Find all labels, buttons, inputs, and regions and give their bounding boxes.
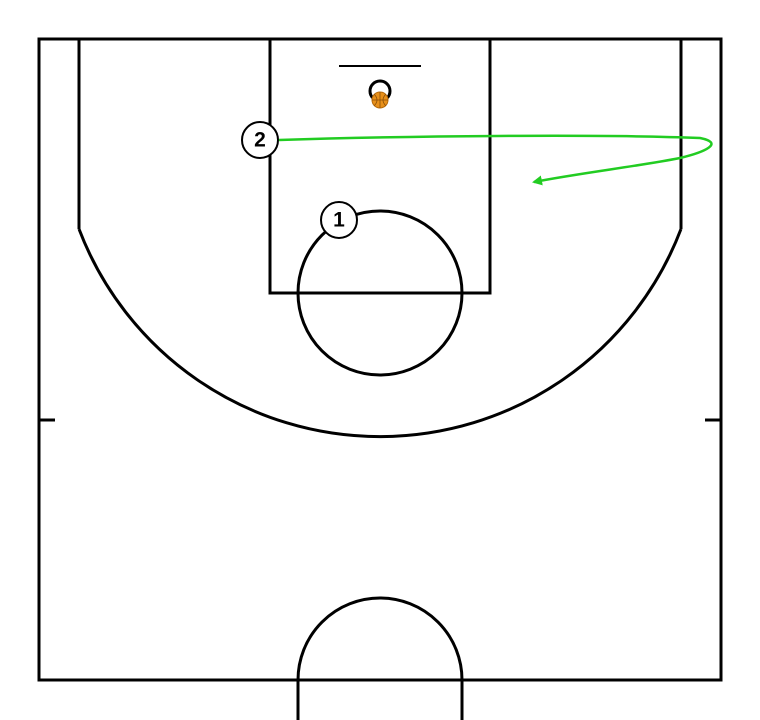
player-1-label: 1 — [333, 209, 345, 232]
player-1-circle — [320, 201, 358, 239]
center-circle — [296, 596, 464, 720]
player-2-marker[interactable]: 2 — [241, 121, 279, 159]
free-throw-lane — [268, 37, 492, 295]
three-point-arc — [77, 228, 683, 439]
player-2-circle — [241, 121, 279, 159]
free-throw-circle — [296, 209, 464, 377]
basketball-icon — [371, 91, 389, 109]
player-1-marker[interactable]: 1 — [320, 201, 358, 239]
player-2-movement-path — [278, 134, 713, 186]
player-2-label: 2 — [254, 129, 266, 152]
